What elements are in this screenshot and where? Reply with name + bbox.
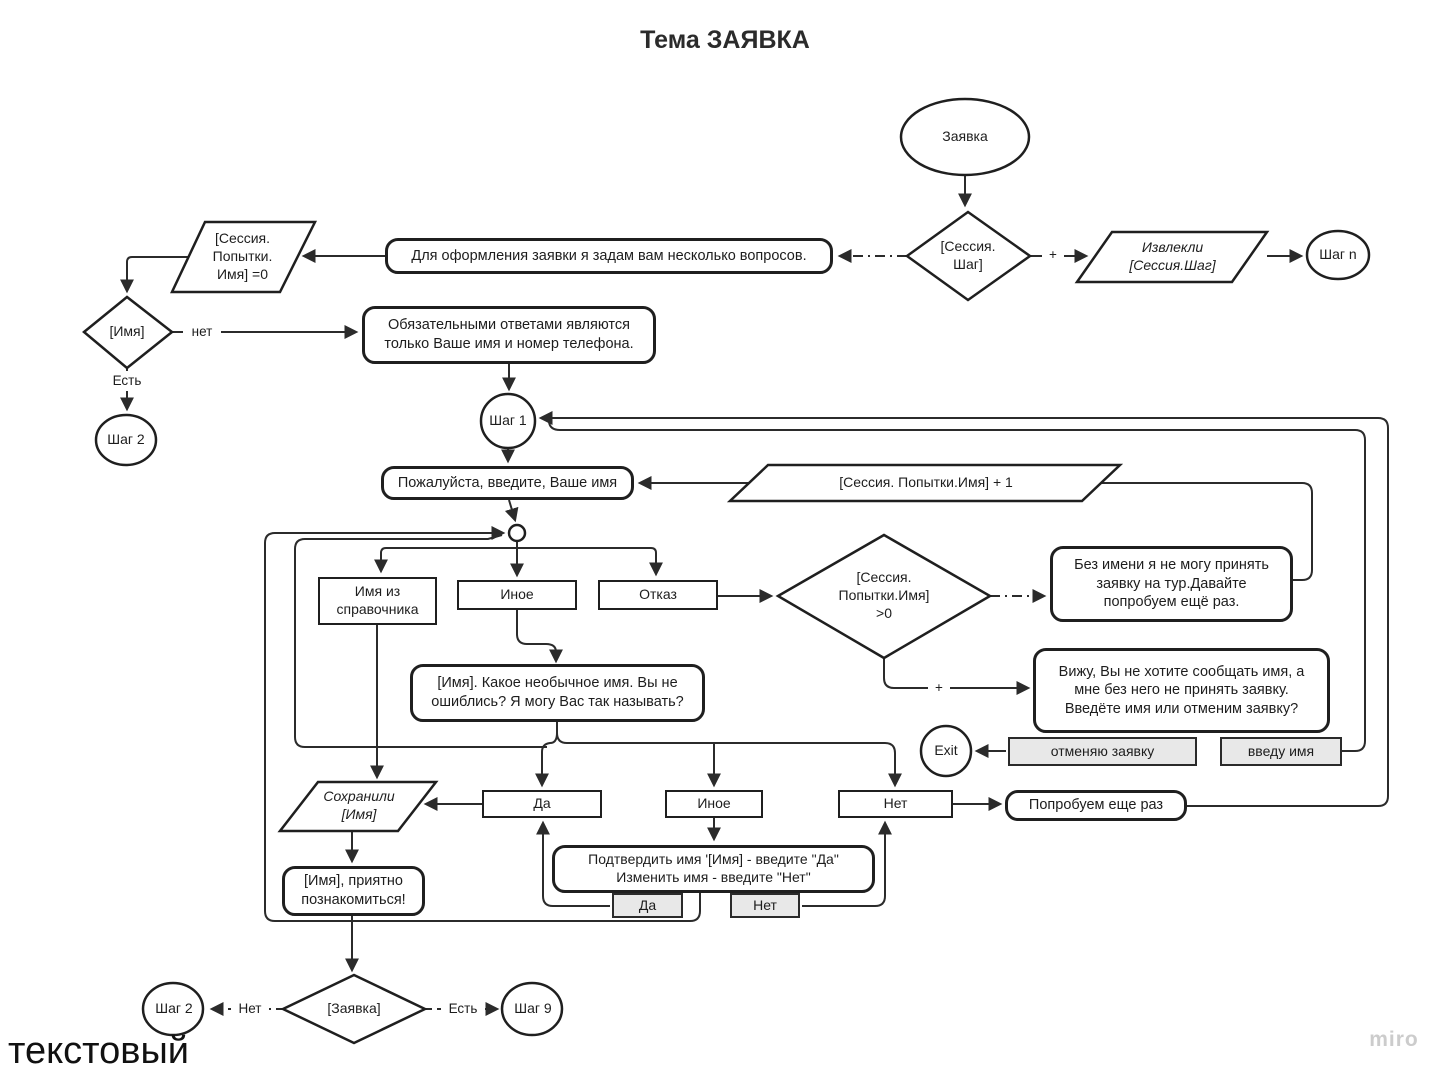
process-izvlekli-parallelogram[interactable] (1074, 230, 1270, 284)
edge-pozhaluysta-junction (504, 499, 519, 523)
edge-gt0-plus-vizhu (883, 658, 1031, 695)
edge-popytki0-imya (120, 256, 189, 294)
edge-label-plus-mid: + (928, 677, 950, 699)
edge-junction-spravochnik (374, 547, 517, 574)
message-podtverdit[interactable]: Подтвердить имя '[Имя] - введите "Да" Из… (552, 845, 875, 893)
terminal-shag2-bottom-circle[interactable] (141, 981, 205, 1037)
option-net-mid[interactable]: Нет (838, 790, 953, 818)
option-imya-iz-spravochnika[interactable]: Имя из справочника (318, 577, 437, 625)
message-poprobuem[interactable]: Попробуем еще раз (1005, 790, 1187, 821)
miro-watermark: miro (1369, 1027, 1419, 1051)
edge-loop-rail-junction (294, 534, 547, 748)
decision-gt0-diamond[interactable] (775, 533, 993, 660)
page-title[interactable]: Тема ЗАЯВКА (640, 26, 810, 54)
decision-session-shag-diamond[interactable] (904, 210, 1033, 302)
edge-rail-net (556, 732, 902, 788)
edge-dabtn-damid (536, 820, 610, 907)
decision-zayavka-diamond[interactable] (280, 973, 428, 1045)
edge-rail-da (535, 732, 558, 788)
option-otkaz[interactable]: Отказ (598, 580, 718, 610)
corner-text[interactable]: текстовый (8, 1029, 190, 1072)
edge-inoe-imyakakoe (516, 610, 563, 664)
edge-label-net-bottom: Нет (231, 999, 269, 1019)
terminal-shag9-circle[interactable] (500, 981, 564, 1037)
message-bez-imeni[interactable]: Без имени я не могу принять заявку на ту… (1050, 546, 1293, 622)
option-inoe-top[interactable]: Иное (457, 580, 577, 610)
edge-vveduimya-shag1 (548, 421, 1366, 752)
button-da[interactable]: Да (612, 893, 683, 918)
terminal-exit-circle[interactable] (919, 724, 973, 778)
button-vvedu-imya[interactable]: введу имя (1220, 737, 1342, 766)
terminal-start-oval[interactable] (899, 97, 1031, 177)
edge-label-net: нет (183, 322, 221, 342)
terminal-shag1-circle[interactable] (479, 392, 537, 450)
message-dlya-oformleniya[interactable]: Для оформления заявки я задам вам нескол… (385, 238, 833, 274)
message-priyatno[interactable]: [Имя], приятно познакомиться! (282, 866, 425, 916)
edge-label-est: Есть (102, 371, 152, 391)
edge-label-est-bottom: Есть (441, 999, 485, 1019)
decision-imya-diamond[interactable] (82, 295, 175, 370)
message-obyazatelnye[interactable]: Обязательными ответами являются только В… (362, 306, 656, 364)
message-imya-kakoe[interactable]: [Имя]. Какое необычное имя. Вы не ошибли… (410, 664, 705, 722)
edge-label-plus-top: + (1042, 244, 1064, 266)
option-inoe-mid[interactable]: Иное (665, 790, 763, 818)
button-otmenyayu-zayavku[interactable]: отменяю заявку (1008, 737, 1197, 766)
edge-poprobuem-shag1 (538, 411, 1389, 807)
edge-loop-podtverdit-junction (264, 526, 701, 922)
process-sokhranili-parallelogram[interactable] (277, 780, 439, 833)
process-popytki0-parallelogram[interactable] (170, 220, 318, 294)
process-plus1-parallelogram[interactable] (726, 463, 1124, 503)
edge-bezimeni-plus1 (1100, 482, 1313, 581)
option-da-mid[interactable]: Да (482, 790, 602, 818)
terminal-shag2-top-circle[interactable] (94, 413, 158, 467)
edge-junction-otkaz (517, 547, 663, 577)
terminal-shag-n-circle[interactable] (1305, 229, 1371, 281)
message-pozhaluysta[interactable]: Пожалуйста, введите, Ваше имя (381, 466, 634, 500)
button-net[interactable]: Нет (730, 893, 800, 918)
message-vizhu[interactable]: Вижу, Вы не хотите сообщать имя, а мне б… (1033, 648, 1330, 733)
edge-netbtn-netmid (802, 820, 892, 907)
junction-dot[interactable] (507, 523, 527, 543)
